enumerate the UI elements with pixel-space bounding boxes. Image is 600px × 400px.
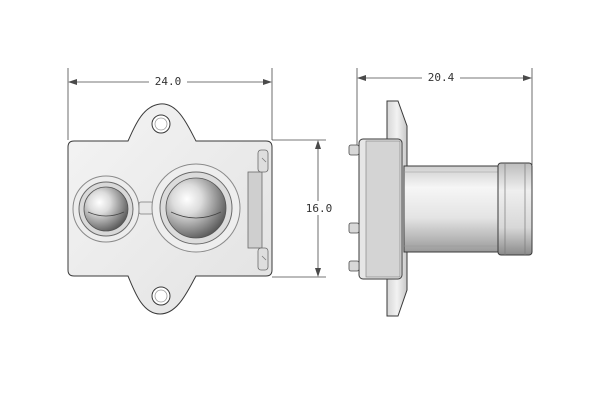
sensor-body: [67, 103, 273, 315]
depth-dimension: 20.4: [356, 68, 533, 165]
side-pin-top: [348, 144, 360, 156]
arrowhead-top: [315, 140, 321, 149]
lens-cap: [497, 162, 533, 256]
arrowhead-left: [357, 75, 366, 81]
front-view: 24.0 16.0: [67, 68, 338, 315]
side-pin-middle: [348, 222, 360, 234]
lens-bridge: [138, 201, 154, 215]
arrowhead-right: [263, 79, 272, 85]
receiver-lens: [151, 163, 241, 253]
emitter-lens: [72, 175, 140, 243]
width-dimension: 24.0: [67, 68, 273, 140]
arrowhead-bottom: [315, 268, 321, 277]
arrowhead-left: [68, 79, 77, 85]
height-dimension: 16.0: [272, 139, 338, 278]
rail-tab-bottom: [257, 247, 269, 271]
side-view: 20.4: [348, 68, 533, 317]
lens-barrel: [403, 165, 501, 253]
side-pin-bottom: [348, 260, 360, 272]
rail-tab-top: [257, 149, 269, 173]
arrowhead-right: [523, 75, 532, 81]
height-label: 16.0: [306, 202, 333, 215]
depth-label: 20.4: [428, 71, 455, 84]
side-rail: [247, 171, 263, 249]
width-label: 24.0: [155, 75, 182, 88]
